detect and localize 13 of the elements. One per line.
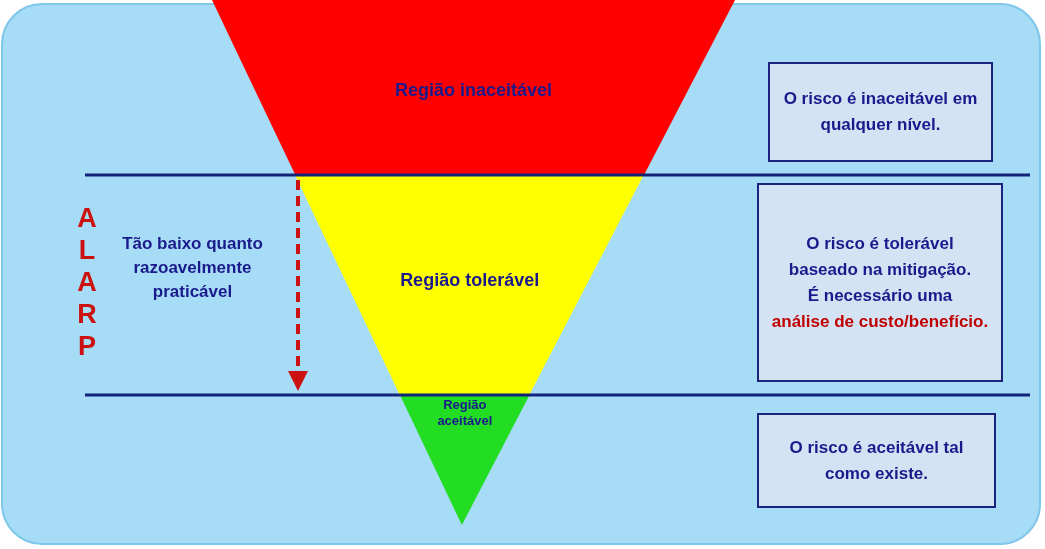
region-label: Região inaceitável [393,80,554,102]
description-text: Tão baixo quanto razoavelmente praticável [121,233,264,303]
vertical-acronym: ALARP [76,202,98,362]
region-label: Região aceitável [436,397,494,429]
note-text: O risco é tolerável baseado na mitigação. [787,232,973,281]
note-text: O risco é aceitável tal como existe. [788,436,965,485]
risk-note-box [768,62,993,162]
note-text: É necessário uma [807,284,953,307]
note-text: análise de custo/benefício. [771,310,989,333]
risk-note-box [757,413,996,508]
note-text: O risco é inaceitável em qualquer nível. [782,88,979,136]
region-label: Região tolerável [399,270,541,292]
risk-note-box [757,183,1003,382]
